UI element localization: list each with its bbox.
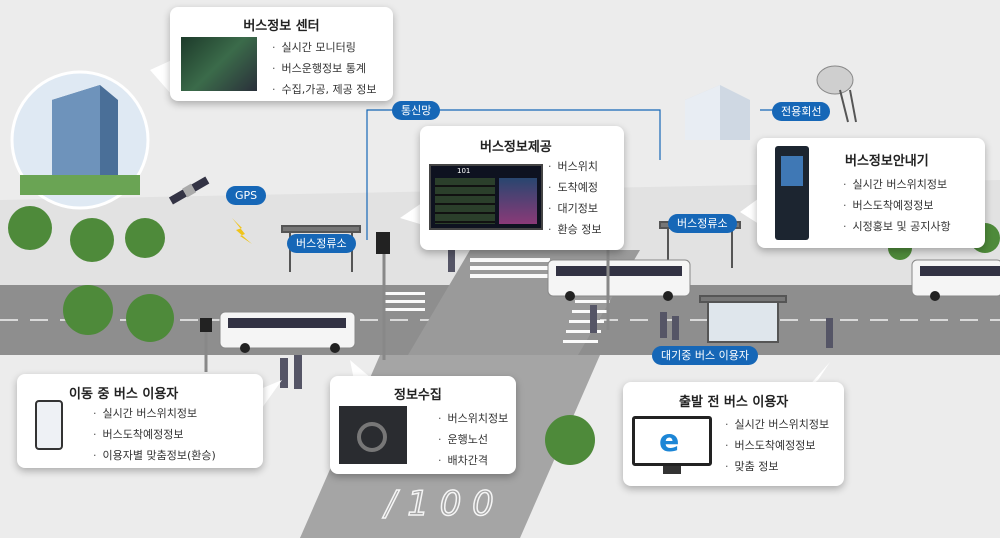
pedestrians	[280, 250, 833, 389]
guide-list: 실시간 버스위치정보 버스도착예정정보 시정홍보 및 공지사항	[843, 174, 951, 237]
waiting-user-tag: 대기중 버스 이용자	[652, 346, 758, 365]
bus-dashboard-photo	[339, 406, 407, 464]
provide-title: 버스정보제공	[480, 140, 552, 155]
collect-info-box: 정보수집 버스위치정보 운행노선 배차간격	[330, 376, 516, 474]
before-item: 버스도착예정정보	[725, 435, 829, 456]
provide-list: 버스위치 도착예정 대기정보 환승 정보	[548, 156, 602, 240]
before-list: 실시간 버스위치정보 버스도착예정정보 맞춤 정보	[725, 414, 830, 477]
collect-title: 정보수집	[394, 388, 442, 403]
moving-item: 이용자별 맞춤정보(환승)	[93, 445, 216, 466]
guide-title: 버스정보안내기	[845, 154, 929, 169]
moving-user-box: 이동 중 버스 이용자 실시간 버스위치정보 버스도착예정정보 이용자별 맞춤정…	[17, 374, 263, 468]
kiosk-device	[775, 146, 809, 240]
bus-center	[219, 311, 356, 353]
center-item: 수집,가공, 제공 정보	[272, 79, 377, 100]
provide-item: 도착예정	[548, 177, 601, 198]
svg-text:/ 1 0 0: / 1 0 0	[382, 484, 494, 524]
before-item: 맞춤 정보	[725, 456, 829, 477]
office-building	[685, 85, 750, 140]
collect-list: 버스위치정보 운행노선 배차간격	[438, 408, 509, 471]
bus-stop-tag-right: 버스정류소	[668, 214, 737, 233]
center-item: 실시간 모니터링	[272, 37, 376, 58]
before-title: 출발 전 버스 이용자	[679, 395, 789, 410]
collect-item: 운행노선	[438, 429, 508, 450]
provide-info-box: 버스정보제공 101 버스위치 도착예정 대기정보 환승 정보	[420, 126, 624, 250]
guide-item: 실시간 버스위치정보	[843, 174, 951, 195]
moving-list: 실시간 버스위치정보 버스도착예정정보 이용자별 맞춤정보(환승)	[93, 403, 216, 466]
satellite	[168, 176, 210, 205]
provide-item: 버스위치	[548, 156, 601, 177]
guide-item: 시정홍보 및 공지사항	[843, 216, 951, 237]
guide-item: 버스도착예정정보	[843, 195, 951, 216]
browser-icon: e	[659, 424, 680, 459]
bus-right-1	[547, 259, 691, 301]
before-departure-box: 출발 전 버스 이용자 e 실시간 버스위치정보 버스도착예정정보 맞춤 정보	[623, 382, 844, 486]
center-title: 버스정보 센터	[243, 19, 320, 34]
center-building	[10, 70, 150, 210]
smartphone-icon	[35, 400, 63, 450]
control-room-photo	[181, 37, 257, 91]
collect-item: 배차간격	[438, 450, 508, 471]
center-item: 버스운행정보 통계	[272, 58, 376, 79]
gps-tag: GPS	[226, 186, 267, 205]
shelter-waiting	[699, 295, 787, 343]
bus-right-2	[911, 259, 1000, 301]
provide-item: 대기정보	[548, 198, 601, 219]
center-list: 실시간 모니터링 버스운행정보 통계 수집,가공, 제공 정보	[272, 37, 377, 100]
moving-item: 버스도착예정정보	[93, 424, 216, 445]
network-tag: 통신망	[392, 101, 441, 120]
collect-item: 버스위치정보	[438, 408, 509, 429]
provide-item: 환승 정보	[548, 219, 602, 240]
bis-display-screen: 101	[429, 164, 543, 230]
bis-route-number: 101	[457, 167, 471, 175]
monitor-icon: e	[632, 416, 712, 466]
center-info-box: 버스정보 센터 실시간 모니터링 버스운행정보 통계 수집,가공, 제공 정보	[170, 7, 393, 101]
bus-stop-tag-left: 버스정류소	[287, 234, 356, 253]
before-item: 실시간 버스위치정보	[725, 414, 830, 435]
guide-info-box: 버스정보안내기 실시간 버스위치정보 버스도착예정정보 시정홍보 및 공지사항	[757, 138, 985, 248]
dedicated-line-tag: 전용회선	[772, 102, 831, 121]
satellite-dish	[816, 65, 857, 123]
moving-title: 이동 중 버스 이용자	[69, 387, 179, 402]
moving-item: 실시간 버스위치정보	[93, 403, 216, 424]
